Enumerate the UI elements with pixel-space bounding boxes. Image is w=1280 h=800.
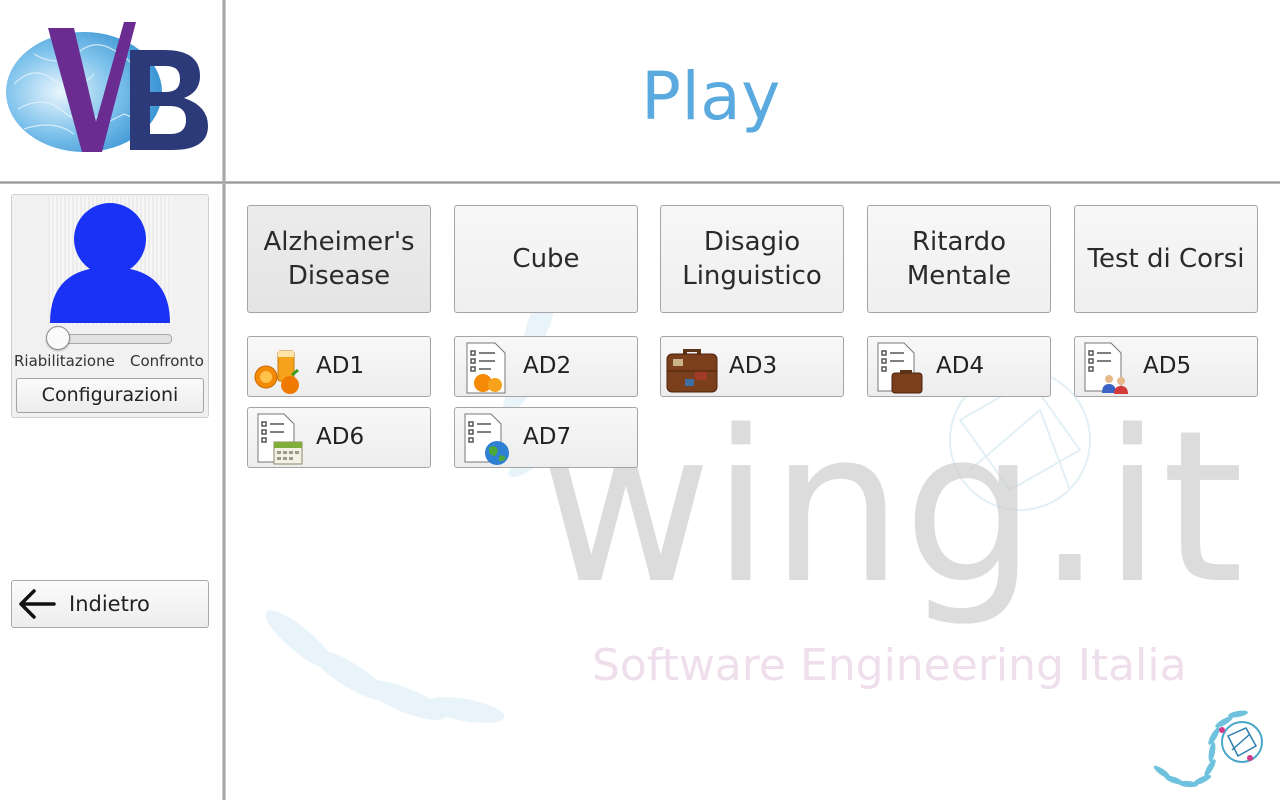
test-ad6-label: AD6 xyxy=(316,424,365,450)
suitcase-icon xyxy=(666,349,718,393)
test-ad3-button[interactable]: AD3 xyxy=(660,336,844,397)
slider-label-riabilitazione: Riabilitazione xyxy=(14,352,115,370)
watermark-tagline: Software Engineering Italia xyxy=(592,640,1187,691)
profile-panel: Riabilitazione Confronto Configurazioni xyxy=(11,194,209,418)
back-button[interactable]: Indietro xyxy=(11,580,209,628)
vertical-divider xyxy=(222,0,226,800)
avatar[interactable] xyxy=(48,197,172,325)
test-ad7-button[interactable]: AD7 xyxy=(454,407,638,468)
checklist-people-icon xyxy=(1084,342,1128,394)
test-ad5-button[interactable]: AD5 xyxy=(1074,336,1258,397)
test-ad2-button[interactable]: AD2 xyxy=(454,336,638,397)
slider-label-confronto: Confronto xyxy=(129,352,204,370)
checklist-orange-icon xyxy=(466,342,506,394)
orange-juice-icon xyxy=(254,350,299,394)
category-ritardo-mentale[interactable]: Ritardo Mentale xyxy=(867,205,1051,313)
user-silhouette-icon xyxy=(50,203,170,323)
wing-it-corner-logo xyxy=(1153,710,1263,788)
checklist-calendar-icon xyxy=(257,413,303,465)
vb-logo xyxy=(6,22,208,152)
horizontal-divider xyxy=(0,181,1280,184)
config-button[interactable]: Configurazioni xyxy=(16,378,204,413)
test-ad1-button[interactable]: AD1 xyxy=(247,336,431,397)
test-ad4-button[interactable]: AD4 xyxy=(867,336,1051,397)
test-ad6-button[interactable]: AD6 xyxy=(247,407,431,468)
back-button-label: Indietro xyxy=(69,592,150,616)
test-ad1-label: AD1 xyxy=(316,353,365,379)
test-ad4-label: AD4 xyxy=(936,353,985,379)
watermark-brand: wing.it xyxy=(540,385,1244,630)
mode-slider-knob[interactable] xyxy=(46,326,70,350)
mode-slider-track[interactable] xyxy=(52,334,172,344)
test-ad3-label: AD3 xyxy=(729,353,778,379)
category-disagio-linguistico[interactable]: Disagio Linguistico xyxy=(660,205,844,313)
category-alzheimers-disease[interactable]: Alzheimer's Disease xyxy=(247,205,431,313)
page-title: Play xyxy=(641,58,781,135)
category-cube[interactable]: Cube xyxy=(454,205,638,313)
test-ad5-label: AD5 xyxy=(1143,353,1192,379)
checklist-globe-icon xyxy=(464,413,509,465)
test-ad2-label: AD2 xyxy=(523,353,572,379)
test-ad7-label: AD7 xyxy=(523,424,572,450)
category-test-di-corsi[interactable]: Test di Corsi xyxy=(1074,205,1258,313)
checklist-suitcase-icon xyxy=(877,342,923,394)
arrow-left-icon xyxy=(19,589,56,619)
